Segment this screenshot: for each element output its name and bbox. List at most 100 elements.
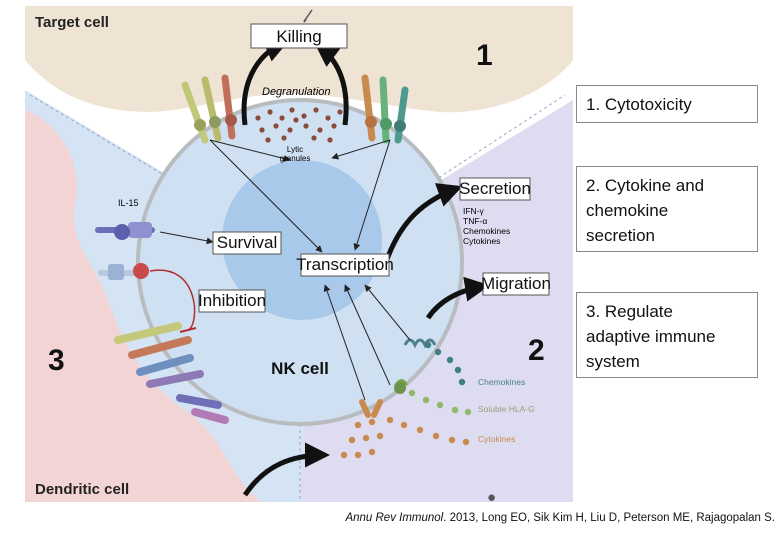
- cytokine-dot: [340, 451, 348, 459]
- signal-arrows: [159, 139, 411, 401]
- secretion-item: Cytokines: [463, 236, 500, 246]
- survival-label: Survival: [217, 233, 277, 252]
- cytokine-receptor: [359, 399, 383, 418]
- chemokine-dot: [454, 366, 462, 374]
- function-box-cytotoxicity: 1. Cytotoxicity: [576, 85, 758, 123]
- secretion-item: Chemokines: [463, 226, 510, 236]
- hla-g-dot: [436, 401, 444, 409]
- lytic-granules: [255, 107, 343, 143]
- dendritic-cell-label: Dendritic cell: [35, 481, 129, 498]
- cytokine-dot: [376, 432, 384, 440]
- granule-dot: [267, 109, 273, 115]
- inhibition-bar: [179, 327, 197, 333]
- transcription-label: Transcription: [296, 255, 394, 274]
- granule-dot: [281, 135, 287, 141]
- function-box-adaptive: 3. Regulate adaptive immune system: [576, 292, 758, 378]
- granule-dot: [255, 115, 261, 121]
- cytokine-dot: [386, 416, 394, 424]
- legend-chemokines: Chemokines: [478, 377, 525, 387]
- chemokine-dot: [446, 356, 454, 364]
- function-line: system: [586, 352, 640, 371]
- cytokine-dot: [462, 438, 470, 446]
- granule-dot: [279, 115, 285, 121]
- migration-box: Migration: [481, 272, 551, 296]
- receptors-top-right: [361, 74, 409, 144]
- chemokine-dot: [458, 378, 466, 386]
- granule-dot: [273, 123, 279, 129]
- target-cell-shape: [25, 6, 573, 113]
- cytokine-dot: [448, 436, 456, 444]
- receptors-left: [114, 322, 229, 424]
- function-line: secretion: [586, 226, 655, 245]
- migration-label: Migration: [481, 274, 551, 293]
- secretion-box: Secretion: [459, 177, 531, 201]
- chemokine-dot: [424, 341, 432, 349]
- secretion-list: IFN-γ TNF-α Chemokines Cytokines: [463, 206, 510, 246]
- granule-dot: [265, 137, 271, 143]
- inhibition-line: [149, 269, 196, 331]
- dendritic-cell-shape: [25, 110, 260, 502]
- cytokine-dot: [400, 421, 408, 429]
- function-line: 1. Cytotoxicity: [586, 95, 692, 114]
- granule-dot: [337, 109, 343, 115]
- inhibitory-receptor: [98, 263, 149, 280]
- chemokine-dot: [434, 348, 442, 356]
- inhibition-box: Inhibition: [198, 289, 266, 313]
- region-number-1: 1: [476, 39, 493, 72]
- hla-g-receptor: [394, 379, 408, 394]
- cytokine-dots: [340, 416, 470, 459]
- transcription-box: Transcription: [296, 253, 394, 277]
- function-box-secretion: 2. Cytokine and chemokine secretion: [576, 166, 758, 252]
- secretion-item: TNF-α: [463, 216, 487, 226]
- cytokine-dot: [368, 418, 376, 426]
- granule-dot: [311, 135, 317, 141]
- cytokine-dot: [362, 434, 370, 442]
- survival-box: Survival: [212, 231, 282, 255]
- granule-dot: [327, 137, 333, 143]
- granule-dot: [287, 127, 293, 133]
- degranulation-label: Degranulation: [262, 86, 331, 98]
- function-line: 2. Cytokine and: [586, 176, 705, 195]
- hla-g-dot: [464, 408, 472, 416]
- nk-cell-label: NK cell: [271, 359, 329, 378]
- inhibition-label: Inhibition: [198, 291, 266, 310]
- function-line: chemokine: [586, 201, 669, 220]
- cytokine-dot: [416, 426, 424, 434]
- hla-g-dot: [408, 389, 416, 397]
- legend-cytokines: Cytokines: [478, 434, 515, 444]
- function-line: adaptive immune: [586, 327, 716, 346]
- region-number-2: 2: [528, 334, 545, 367]
- secretion-label: Secretion: [459, 179, 531, 198]
- chat-bubble-icon: ●: [487, 489, 497, 506]
- granule-dot: [303, 123, 309, 129]
- nk-cell-nucleus: [222, 160, 382, 320]
- citation-journal: Annu Rev Immunol: [345, 512, 444, 524]
- chemokine-dots: [424, 341, 466, 386]
- cytokine-dot: [368, 448, 376, 456]
- hla-g-dot: [451, 406, 459, 414]
- legend-soluble-hla-g: Soluble HLA-G: [478, 404, 535, 414]
- cytokine-dot: [354, 421, 362, 429]
- granules-label: granules: [280, 154, 311, 163]
- region-number-3: 3: [48, 344, 65, 377]
- hla-g-dot: [422, 396, 430, 404]
- secretion-item: IFN-γ: [463, 206, 485, 216]
- citation-rest: . 2013, Long EO, Sik Kim H, Liu D, Peter…: [443, 512, 775, 524]
- granule-dot: [259, 127, 265, 133]
- granule-dot: [301, 113, 307, 119]
- granule-dot: [325, 115, 331, 121]
- killing-box: Killing: [250, 23, 348, 49]
- granule-dot: [317, 127, 323, 133]
- il15-label: IL-15: [118, 198, 139, 208]
- il15-receptor: [95, 222, 155, 240]
- granule-dot: [289, 107, 295, 113]
- target-cell-label: Target cell: [35, 14, 109, 31]
- pen-icon: [303, 9, 313, 23]
- granule-dot: [313, 107, 319, 113]
- watermark: ●: [487, 489, 496, 506]
- citation: Annu Rev Immunol. 2013, Long EO, Sik Kim…: [280, 512, 775, 524]
- granule-dot: [331, 123, 337, 129]
- killing-label: Killing: [276, 27, 321, 46]
